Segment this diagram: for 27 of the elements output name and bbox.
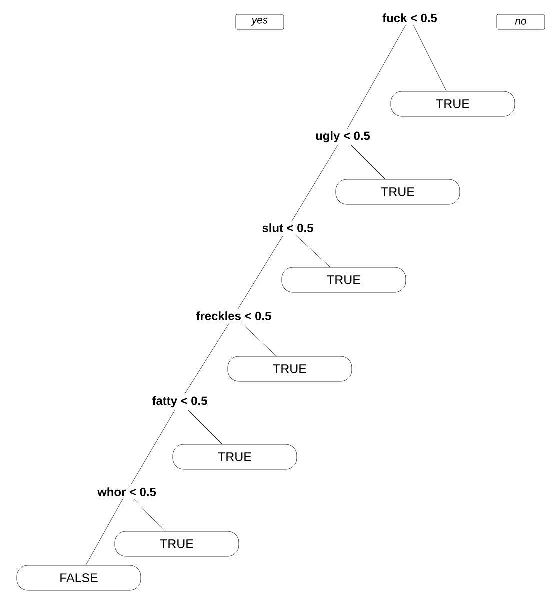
branch-line — [130, 410, 176, 486]
leaf-box: TRUE — [228, 356, 352, 382]
split-condition: slut < 0.5 — [262, 224, 314, 232]
branch-line — [238, 235, 284, 310]
branch-line — [347, 25, 406, 130]
split-condition: whor < 0.5 — [98, 488, 156, 496]
leaf-box: TRUE — [282, 267, 406, 293]
leaf-box: TRUE — [172, 444, 298, 470]
split-condition: fuck < 0.5 — [382, 14, 438, 22]
leaf-box: TRUE — [336, 179, 460, 205]
branch-label: yes — [236, 14, 284, 30]
branch-line — [296, 235, 331, 268]
branch-line — [188, 410, 222, 444]
branch-line — [414, 25, 447, 92]
split-condition: ugly < 0.5 — [316, 131, 370, 143]
branch-line — [86, 499, 124, 566]
branch-label: no — [496, 14, 545, 30]
branch-line — [292, 145, 338, 222]
leaf-box: TRUE — [390, 91, 516, 117]
branch-line — [242, 323, 277, 356]
split-condition: freckles < 0.5 — [196, 312, 272, 320]
leaf-box: FALSE — [16, 565, 142, 591]
branch-line — [134, 499, 165, 532]
leaf-box: TRUE — [114, 531, 240, 557]
split-condition: fatty < 0.5 — [152, 396, 208, 408]
branch-line — [184, 323, 230, 394]
branch-line — [351, 145, 386, 180]
